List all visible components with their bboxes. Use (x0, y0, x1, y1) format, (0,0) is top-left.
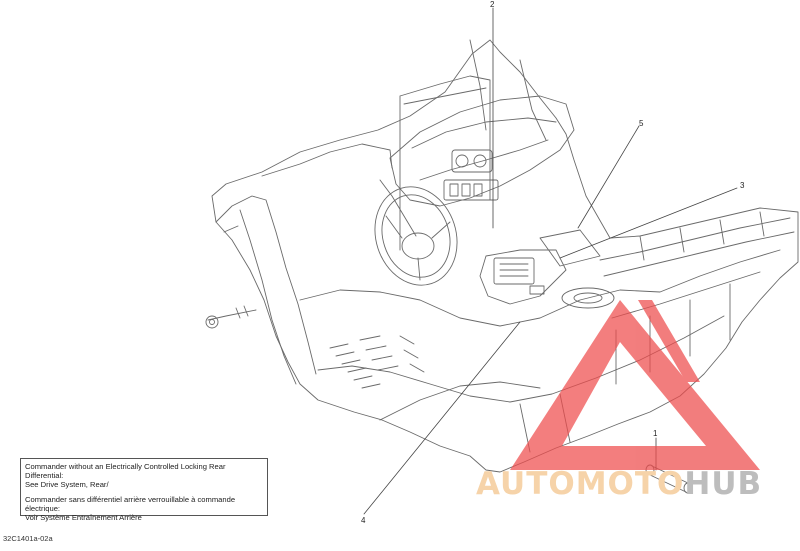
steering-wheel (374, 186, 458, 286)
callout-3: 3 (740, 181, 745, 190)
callout-4: 4 (361, 516, 366, 525)
switch-panel (443, 179, 499, 201)
center-console (479, 249, 567, 305)
callout-2: 2 (490, 0, 495, 9)
leader-3 (559, 187, 738, 259)
note-en-line-1: Commander without an Electrically Contro… (25, 462, 226, 480)
floor-outline (211, 39, 799, 473)
note-fr-line-2: Voir Système Entraînement Arrière (25, 513, 142, 522)
floor-pan (299, 249, 781, 327)
watermark-text-automoto: AUTOMOTO (476, 466, 685, 502)
figure-id: 32C1401a-02a (3, 534, 53, 543)
note-fr-line-1: Commander sans différentiel arrière verr… (25, 495, 236, 513)
right-rocker-panel (599, 217, 791, 261)
callout-1: 1 (653, 429, 658, 438)
gauge-cluster (451, 149, 493, 173)
differential-note: Commander without an Electrically Contro… (20, 458, 268, 522)
left-side-panel (215, 195, 317, 375)
watermark-text-hub: HUB (684, 466, 763, 502)
callout-5: 5 (639, 119, 644, 128)
leader-4 (363, 321, 521, 515)
dashboard (389, 95, 575, 207)
watermark-wordmark: AUTOMOTOHUB (476, 466, 762, 502)
leader-5 (577, 125, 640, 229)
floor-ribs (329, 343, 381, 389)
watermark-triangle-icon (510, 300, 760, 470)
rear-bulkhead (399, 75, 491, 251)
note-en-line-2: See Drive System, Rear/ (25, 480, 109, 489)
shifter-plate (493, 257, 535, 285)
tie-rod (207, 309, 257, 321)
